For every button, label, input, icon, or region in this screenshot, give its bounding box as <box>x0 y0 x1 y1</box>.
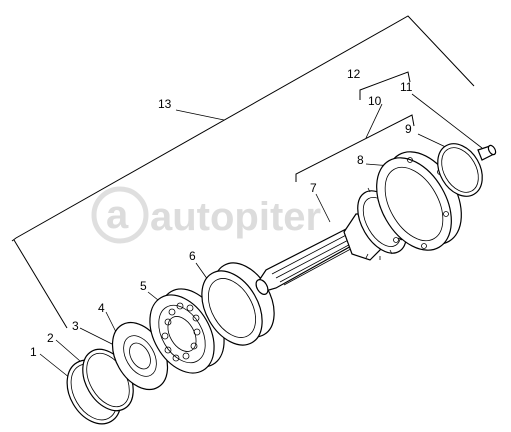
label-11: 11 <box>400 80 413 94</box>
label-9: 9 <box>405 122 412 136</box>
label-1: 1 <box>30 345 37 359</box>
watermark: a autopiter <box>91 186 321 244</box>
label-5: 5 <box>140 279 147 293</box>
label-7: 7 <box>310 181 317 195</box>
part-11-pin <box>477 144 497 161</box>
label-10: 10 <box>368 94 382 108</box>
watermark-logo-glyph: a <box>106 193 129 237</box>
label-8: 8 <box>357 153 364 167</box>
bracket-13 <box>11 15 475 329</box>
callout-labels: 1 2 3 4 5 6 7 8 9 10 11 12 13 <box>30 67 413 359</box>
part-6-sleeve-ring <box>201 262 275 346</box>
label-2: 2 <box>47 331 54 345</box>
label-3: 3 <box>72 319 79 333</box>
label-6: 6 <box>189 249 196 263</box>
label-12: 12 <box>347 67 361 81</box>
part-9-snap-ring <box>437 143 483 197</box>
bracket-12 <box>359 71 411 100</box>
watermark-text: autopiter <box>150 195 321 239</box>
bracket-10 <box>295 114 415 182</box>
label-13: 13 <box>158 97 172 111</box>
label-4: 4 <box>98 301 105 315</box>
